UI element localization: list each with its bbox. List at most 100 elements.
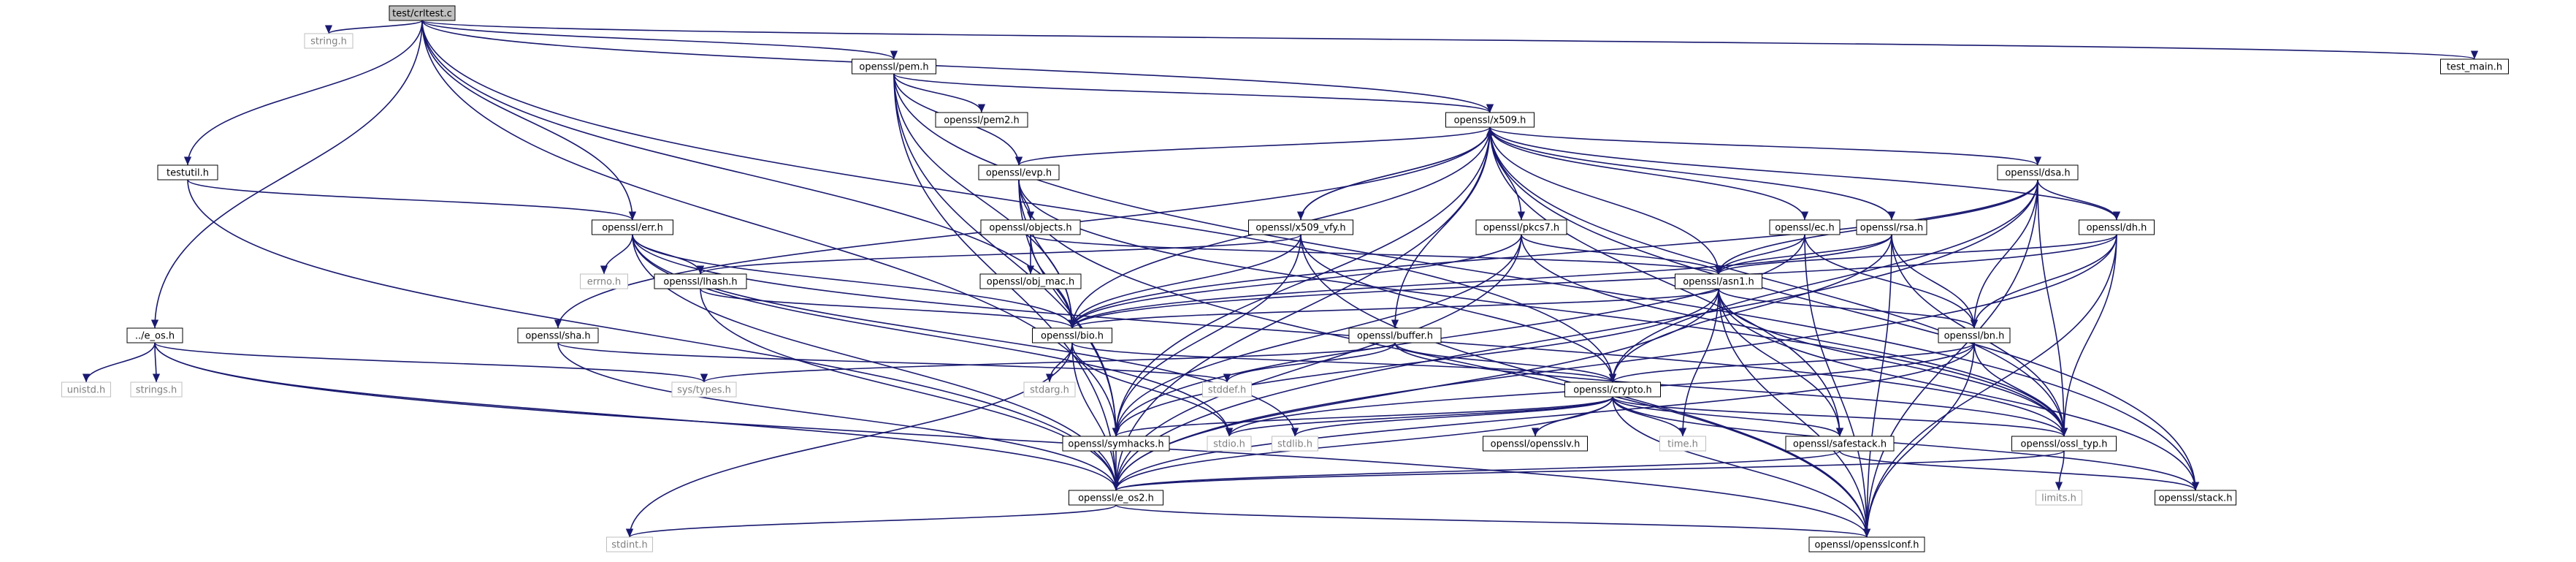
node-box — [606, 536, 653, 552]
node-asn1[interactable]: openssl/asn1.h — [1675, 273, 1762, 289]
node-ossl_typ[interactable]: openssl/ossl_typ.h — [2011, 436, 2117, 452]
node-box — [1272, 436, 1318, 452]
node-label: openssl/e_os2.h — [1078, 493, 1154, 504]
node-pem2[interactable]: openssl/pem2.h — [935, 112, 1028, 128]
edge-e_os-to-opensslconf — [154, 342, 1870, 538]
node-label: openssl/dsa.h — [2005, 168, 2070, 179]
node-obj_mac[interactable]: openssl/obj_mac.h — [979, 273, 1082, 289]
edge-safestack-to-stack — [1839, 450, 2199, 491]
edge-x509-to-dsa — [1489, 126, 2041, 166]
edge-arrow — [1115, 504, 1870, 538]
node-box — [157, 164, 218, 181]
edge-pem-to-x509 — [893, 73, 1494, 113]
edge-arrow — [893, 73, 2200, 491]
node-ec[interactable]: openssl/ec.h — [1769, 219, 1841, 235]
node-sha[interactable]: openssl/sha.h — [517, 327, 599, 343]
node-dh[interactable]: openssl/dh.h — [2079, 219, 2155, 235]
edge-rsa-to-asn1 — [1714, 234, 1892, 275]
node-e_os[interactable]: ../e_os.h — [126, 327, 183, 343]
edge-x509-to-evp — [1015, 126, 1491, 166]
edge-arrow — [600, 234, 633, 275]
node-crypto[interactable]: openssl/crypto.h — [1564, 381, 1661, 398]
edge-arrow — [700, 342, 1396, 383]
node-label: unistd.h — [67, 385, 106, 396]
node-symhacks[interactable]: openssl/symhacks.h — [1062, 436, 1170, 452]
node-label: openssl/dh.h — [2087, 223, 2147, 234]
node-x509[interactable]: openssl/x509.h — [1445, 112, 1534, 128]
edge-arrow — [1521, 234, 2068, 437]
edge-arrow — [1609, 342, 1975, 383]
node-stack[interactable]: openssl/stack.h — [2155, 490, 2236, 506]
node-err[interactable]: openssl/err.h — [592, 219, 673, 235]
node-box — [980, 219, 1081, 235]
node-pem[interactable]: openssl/pem.h — [852, 58, 936, 75]
edge-arrow — [1112, 396, 1613, 437]
edge-arrow — [421, 20, 637, 221]
node-rsa[interactable]: openssl/rsa.h — [1856, 219, 1927, 235]
node-opensslconf[interactable]: openssl/opensslconf.h — [1808, 536, 1925, 552]
edge-pkcs7-to-ossl_typ — [1521, 234, 2068, 437]
node-testutil[interactable]: testutil.h — [157, 164, 218, 181]
edge-x509-to-asn1 — [1489, 126, 1723, 275]
edge-arrow — [697, 234, 1302, 275]
edge-arrow — [1862, 234, 2117, 538]
node-evp[interactable]: openssl/evp.h — [978, 164, 1060, 181]
edge-arrow — [1068, 234, 1522, 329]
edge-arrow — [1112, 179, 2038, 491]
node-x509_vfy[interactable]: openssl/x509_vfy.h — [1248, 219, 1353, 235]
node-opensslv[interactable]: openssl/opensslv.h — [1483, 436, 1588, 452]
node-pkcs7[interactable]: openssl/pkcs7.h — [1475, 219, 1567, 235]
node-bn[interactable]: openssl/bn.h — [1938, 327, 2011, 343]
node-box — [126, 327, 183, 343]
edge-arrow — [1678, 288, 1719, 437]
node-box — [2036, 490, 2082, 506]
node-objects[interactable]: openssl/objects.h — [980, 219, 1081, 235]
node-test_main[interactable]: test_main.h — [2440, 58, 2509, 75]
edge-arrow — [1718, 288, 2200, 491]
edge-x509_vfy-to-lhash — [697, 234, 1302, 275]
node-box — [1475, 219, 1567, 235]
node-label: openssl/x509_vfy.h — [1255, 223, 1345, 234]
edge-bio-to-stdio — [1071, 342, 1234, 437]
node-box — [1785, 436, 1895, 452]
edge-arrow — [1608, 234, 1892, 383]
node-box — [304, 33, 353, 49]
node-dsa[interactable]: openssl/dsa.h — [1997, 164, 2079, 181]
edge-bio-to-e_os2 — [1071, 342, 1120, 491]
node-bio[interactable]: openssl/bio.h — [1032, 327, 1112, 343]
node-label: openssl/pem2.h — [944, 115, 1020, 126]
edge-root-to-crypto — [421, 20, 1617, 383]
edge-buffer-to-ossl_typ — [1394, 342, 2068, 437]
node-buffer[interactable]: openssl/buffer.h — [1348, 327, 1442, 343]
node-e_os2[interactable]: openssl/e_os2.h — [1069, 490, 1163, 506]
edge-arrow — [626, 504, 1117, 538]
edge-arrow — [1071, 342, 1120, 491]
node-label: openssl/obj_mac.h — [987, 277, 1074, 288]
edge-crypto-to-e_os2 — [1112, 396, 1613, 491]
edge-asn1-to-opensslconf — [1718, 288, 1871, 538]
edge-arrow — [82, 342, 156, 383]
node-label: time.h — [1667, 439, 1698, 450]
edge-asn1-to-time — [1678, 288, 1719, 437]
edge-arrow — [1068, 234, 1302, 329]
edge-arrow — [1112, 288, 1719, 491]
node-lhash[interactable]: openssl/lhash.h — [654, 273, 747, 289]
node-root[interactable]: test/crltest.c — [389, 5, 456, 21]
node-stddef: stddef.h — [1202, 381, 1252, 398]
node-label: openssl/opensslv.h — [1491, 439, 1581, 450]
node-stdarg: stdarg.h — [1023, 381, 1076, 398]
node-box — [389, 5, 456, 21]
edge-err-to-bio — [632, 234, 1077, 329]
node-box — [1032, 327, 1112, 343]
edge-arrow — [1489, 126, 2200, 491]
node-time: time.h — [1659, 436, 1706, 452]
node-label: openssl/sha.h — [525, 331, 590, 342]
node-safestack[interactable]: openssl/safestack.h — [1785, 436, 1895, 452]
edge-e_os-to-systypes — [154, 342, 708, 383]
node-label: openssl/stack.h — [2159, 493, 2233, 504]
edge-arrow — [1891, 234, 1979, 329]
node-box — [1248, 219, 1353, 235]
edge-x509_vfy-to-x509 — [1300, 126, 1494, 221]
node-label: openssl/lhash.h — [663, 277, 737, 288]
edge-arrow — [150, 20, 423, 329]
